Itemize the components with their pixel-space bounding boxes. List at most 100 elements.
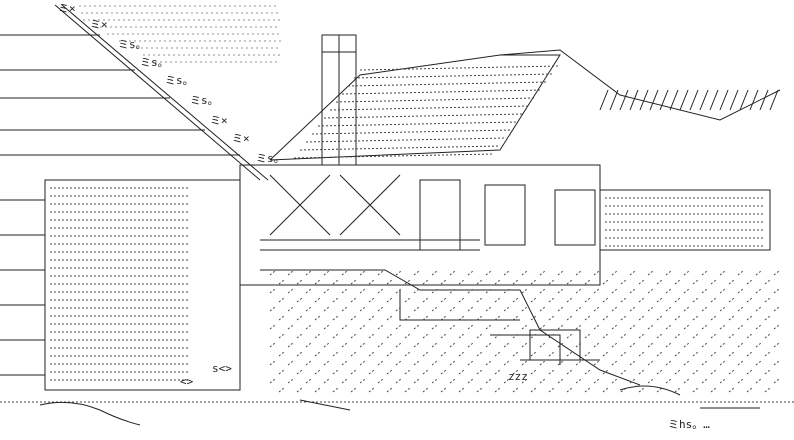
ground-mark bbox=[512, 279, 519, 285]
hatch-mark bbox=[689, 89, 699, 111]
ground-mark bbox=[305, 324, 312, 330]
shingle-row bbox=[293, 153, 495, 159]
ground-mark bbox=[512, 297, 519, 303]
sky-dot bbox=[168, 54, 170, 56]
ground-mark bbox=[710, 333, 717, 339]
sky-dot bbox=[81, 12, 83, 14]
ground-mark bbox=[701, 288, 708, 294]
ground-mark bbox=[440, 315, 447, 321]
ground-mark bbox=[296, 315, 303, 321]
ground-hatching bbox=[269, 270, 780, 393]
ground-mark bbox=[773, 270, 780, 276]
sky-dot bbox=[89, 5, 91, 7]
sky-dot bbox=[222, 33, 224, 35]
ground-mark bbox=[494, 333, 501, 339]
sky-dot bbox=[271, 47, 273, 49]
ground-mark bbox=[296, 387, 303, 393]
roof-glyph: ミs。 bbox=[140, 56, 169, 69]
ground-mark bbox=[773, 342, 780, 348]
ground-mark bbox=[431, 360, 438, 366]
sky-dot bbox=[230, 61, 232, 63]
sky-dot bbox=[170, 26, 172, 28]
ground-mark bbox=[341, 378, 348, 384]
sky-dot bbox=[132, 33, 134, 35]
ground-mark bbox=[728, 297, 735, 303]
ground-mark bbox=[602, 387, 609, 393]
sky-dot bbox=[195, 26, 197, 28]
sky-dot bbox=[264, 5, 266, 7]
ground-mark bbox=[503, 360, 510, 366]
ground-mark bbox=[656, 333, 663, 339]
sky-dot bbox=[116, 12, 118, 14]
ground-mark bbox=[305, 288, 312, 294]
sky-dot bbox=[83, 19, 85, 21]
ground-mark bbox=[512, 315, 519, 321]
ground-mark bbox=[602, 315, 609, 321]
ground-mark bbox=[476, 351, 483, 357]
ground-mark bbox=[674, 315, 681, 321]
ground-mark bbox=[629, 270, 636, 276]
ground-mark bbox=[350, 333, 357, 339]
roof-glyph: ミ× bbox=[58, 2, 76, 15]
ground-mark bbox=[404, 315, 411, 321]
ground-mark bbox=[764, 279, 771, 285]
ground-mark bbox=[485, 378, 492, 384]
ground-mark bbox=[449, 378, 456, 384]
hatch-mark bbox=[649, 89, 659, 111]
ground-mark bbox=[548, 369, 555, 375]
ground-mark bbox=[629, 360, 636, 366]
sky-dot bbox=[148, 54, 150, 56]
ground-mark bbox=[548, 333, 555, 339]
ground-mark bbox=[341, 360, 348, 366]
ground-mark bbox=[422, 333, 429, 339]
sky-dot bbox=[127, 33, 129, 35]
roof-glyph: ミ× bbox=[210, 114, 228, 127]
sky-dot bbox=[261, 47, 263, 49]
ground-mark bbox=[719, 288, 726, 294]
ground-mark bbox=[665, 270, 672, 276]
sky-dot bbox=[157, 33, 159, 35]
ground-mark bbox=[629, 288, 636, 294]
ground-mark bbox=[638, 369, 645, 375]
sky-dot bbox=[241, 12, 243, 14]
ground-mark bbox=[566, 369, 573, 375]
hatch-mark bbox=[719, 89, 729, 111]
sky-dot bbox=[256, 12, 258, 14]
ground-mark bbox=[467, 270, 474, 276]
sky-dot bbox=[141, 12, 143, 14]
chimney-lines bbox=[322, 35, 356, 165]
sky-dot bbox=[169, 40, 171, 42]
ground-mark bbox=[764, 351, 771, 357]
ground-mark bbox=[746, 297, 753, 303]
sky-dot bbox=[237, 33, 239, 35]
ground-mark bbox=[683, 306, 690, 312]
ground-mark bbox=[431, 288, 438, 294]
ground-mark bbox=[710, 315, 717, 321]
hatch-mark bbox=[739, 89, 749, 111]
sky-dot bbox=[133, 19, 135, 21]
ground-mark bbox=[611, 288, 618, 294]
ground-mark bbox=[485, 360, 492, 366]
shingle-row bbox=[323, 113, 525, 119]
sky-dot bbox=[234, 5, 236, 7]
sky-dot bbox=[252, 33, 254, 35]
sky-dot bbox=[109, 5, 111, 7]
sky-dot bbox=[204, 40, 206, 42]
ground-mark bbox=[350, 315, 357, 321]
ground-glyph: s<> bbox=[212, 362, 232, 375]
roof-glyph: ミ× bbox=[232, 132, 250, 145]
sky-dots bbox=[79, 5, 281, 63]
sky-dot bbox=[270, 61, 272, 63]
ground-mark bbox=[377, 360, 384, 366]
sky-dot bbox=[227, 33, 229, 35]
sky-dot bbox=[103, 19, 105, 21]
ground-mark bbox=[665, 288, 672, 294]
ground-mark bbox=[503, 270, 510, 276]
ground-mark bbox=[773, 360, 780, 366]
sky-dot bbox=[271, 12, 273, 14]
sky-dot bbox=[142, 33, 144, 35]
facade-cross-beams bbox=[269, 174, 401, 236]
sky-dot bbox=[269, 40, 271, 42]
ground-mark bbox=[746, 333, 753, 339]
ground-mark bbox=[647, 288, 654, 294]
